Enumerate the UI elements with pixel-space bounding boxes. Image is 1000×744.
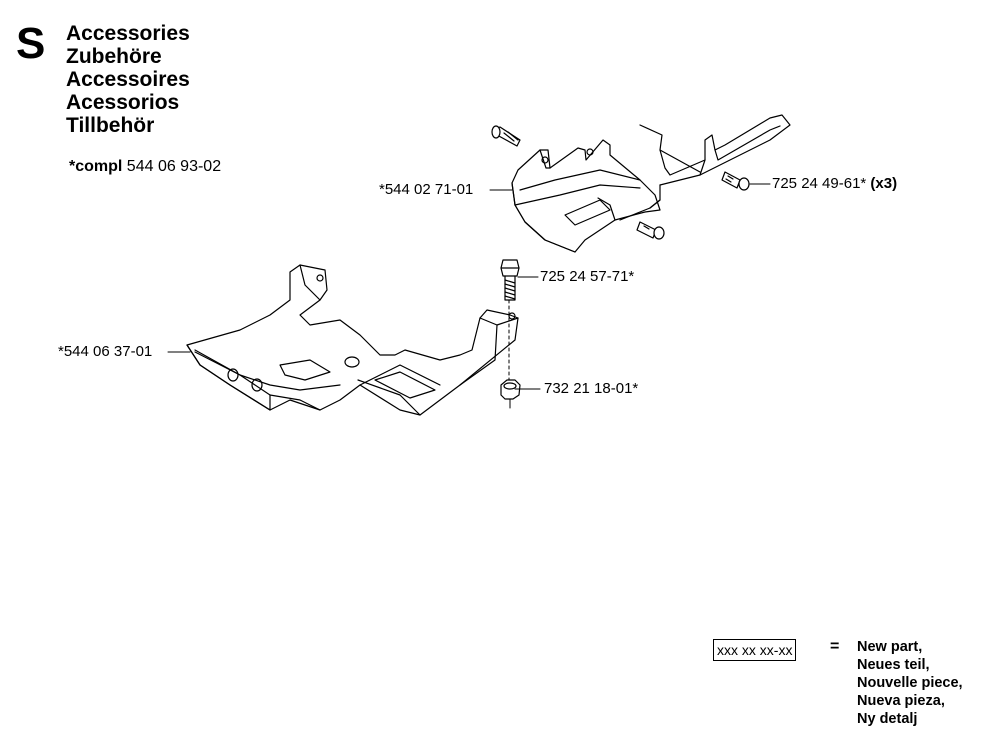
legend-line-english: New part, bbox=[857, 639, 923, 655]
compl-prefix: *compl bbox=[69, 158, 123, 175]
bolt-725245771 bbox=[500, 259, 520, 301]
legend-new-part-box: xxx xx xx-xx bbox=[713, 639, 797, 661]
callout-544063701: *544 06 37-01 bbox=[58, 343, 153, 360]
lower-guard-part bbox=[186, 264, 519, 416]
nut-732211801 bbox=[500, 379, 521, 400]
legend-line-swedish: Ny detalj bbox=[857, 711, 918, 727]
callout-725245771: 725 24 57-71* bbox=[540, 268, 635, 285]
callout-732211801: 732 21 18-01* bbox=[544, 380, 639, 397]
legend-text: New part, Neues teil, Nouvelle piece, Nu… bbox=[857, 638, 963, 728]
title-spanish: Acessorios bbox=[66, 91, 180, 114]
callout-725244961-number: 725 24 49-61* bbox=[772, 175, 867, 192]
compl-note: *compl 544 06 93-02 bbox=[69, 158, 221, 176]
title-german: Zubehöre bbox=[66, 45, 162, 68]
legend-line-spanish: Nueva pieza, bbox=[857, 693, 945, 709]
upper-guard-part bbox=[491, 114, 791, 253]
callout-544027101: *544 02 71-01 bbox=[379, 181, 474, 198]
legend-equals: = bbox=[830, 638, 840, 655]
title-english: Accessories bbox=[66, 22, 190, 45]
section-letter: S bbox=[16, 19, 46, 68]
callout-725244961-qty: (x3) bbox=[870, 175, 898, 192]
title-block: Accessories Zubehöre Accessoires Acessor… bbox=[66, 22, 190, 137]
title-swedish: Tillbehör bbox=[66, 114, 155, 137]
compl-number: 544 06 93-02 bbox=[126, 158, 222, 175]
legend-line-german: Neues teil, bbox=[857, 657, 930, 673]
leader-lines bbox=[167, 183, 771, 409]
legend-line-french: Nouvelle piece, bbox=[857, 675, 963, 691]
title-french: Accessoires bbox=[66, 68, 190, 91]
callout-725244961: 725 24 49-61* (x3) bbox=[772, 175, 897, 193]
